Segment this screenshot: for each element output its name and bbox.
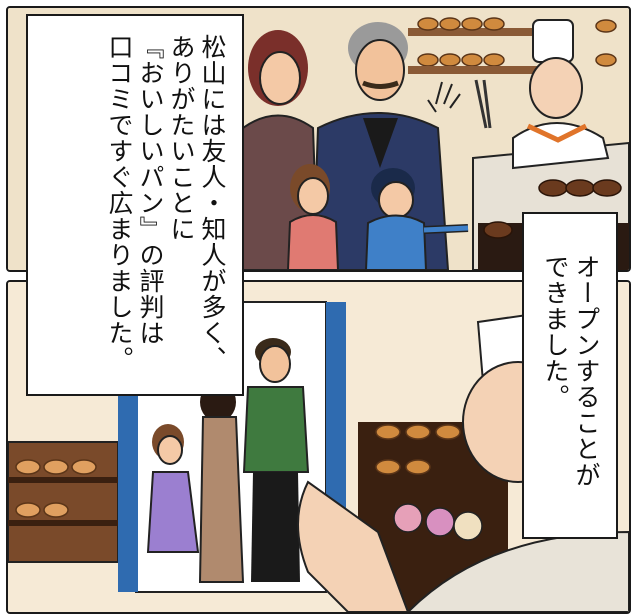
caption-box-left: 松山には友人・知人が多く、 ありがたいことに 『おいしいパン』の評判は 口コミで… <box>26 14 244 396</box>
caption-text-left: 松山には友人・知人が多く、 ありがたいことに 『おいしいパン』の評判は 口コミで… <box>104 34 228 372</box>
caption-right-line-2: できました。 <box>541 254 570 410</box>
caption-left-line-1: 松山には友人・知人が多く、 <box>198 34 227 372</box>
caption-left-line-3: 『おいしいパン』の評判は <box>136 34 165 346</box>
caption-text-right: オープンすることが できました。 <box>540 254 602 488</box>
caption-box-right: オープンすることが できました。 <box>522 212 618 539</box>
caption-right-line-1: オープンすることが <box>572 254 601 488</box>
caption-left-line-4: 口コミですぐ広まりました。 <box>105 34 134 372</box>
caption-left-line-2: ありがたいことに <box>167 34 196 242</box>
